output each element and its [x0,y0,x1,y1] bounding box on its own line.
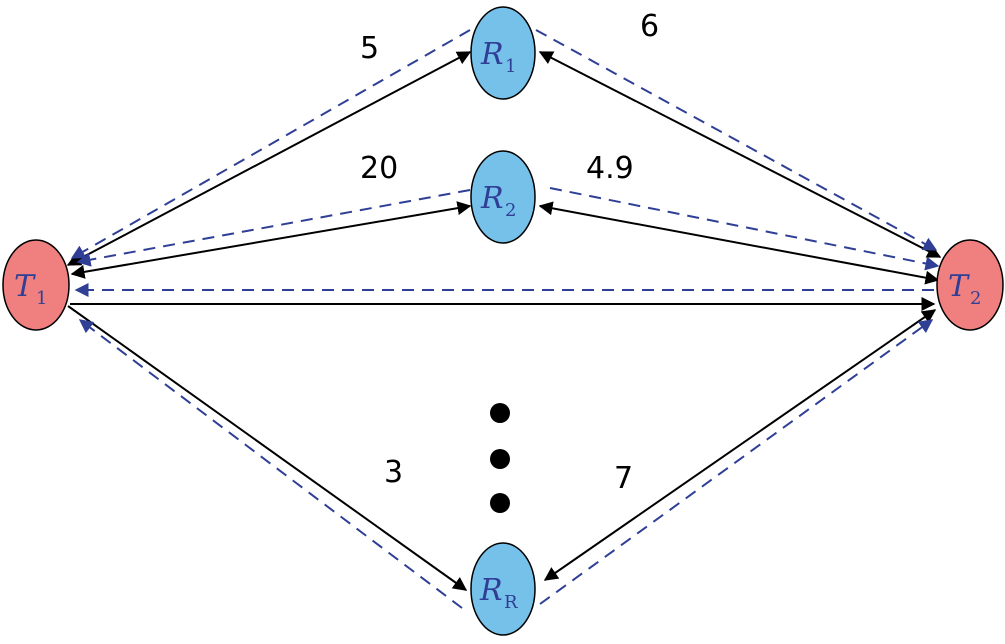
node-t1-subscript: 1 [36,288,47,309]
node-r2-subscript: 2 [505,200,516,221]
node-t1-shape [2,239,70,331]
node-t1-symbol: T [14,269,36,304]
node-rr: R R [470,542,536,636]
dashed-link-rr-t2 [539,319,934,605]
node-rr-subscript: R [504,592,518,613]
node-rr-symbol: R [479,573,503,608]
dashed-link-r2-t2 [549,187,940,271]
node-t2-symbol: T [948,269,970,304]
ellipsis-dot-3 [490,493,510,513]
node-t2-shape [936,239,1004,331]
edge-value-r2-t2: 4.9 [586,151,634,186]
node-rr-shape [470,542,536,636]
solid-link-t1-rr [67,305,468,591]
dashed-link-t1-r1 [70,29,471,259]
dashed-link-rr-t1 [78,319,463,609]
node-r1-symbol: R [480,37,504,72]
node-r2: R 2 [470,150,536,244]
dashed-link-t1-r2 [76,189,471,267]
edge-value-t1-r2: 20 [360,151,398,186]
node-t1: T 1 [2,239,70,331]
node-r2-shape [470,150,536,244]
edge-value-r1-t2: 6 [640,9,659,44]
edge-value-rr-t2: 7 [614,461,633,496]
solid-link-t1-r1 [66,51,472,266]
node-r1-subscript: 1 [505,56,516,77]
ellipsis-dot-2 [490,449,510,469]
edge-value-t1-r1: 5 [360,31,379,66]
node-r2-symbol: R [480,181,504,216]
node-r1: R 1 [470,6,536,100]
solid-link-r2-t2 [538,201,940,285]
dashed-link-r1-t2 [535,29,938,251]
solid-link-t1-r2 [70,201,472,279]
ellipsis-dot-1 [490,403,510,423]
node-r1-shape [470,6,536,100]
solid-link-rr-t2 [543,309,937,581]
node-t2-subscript: 2 [970,288,981,309]
node-t2: T 2 [936,239,1004,331]
edge-value-t1-rr: 3 [384,455,403,490]
